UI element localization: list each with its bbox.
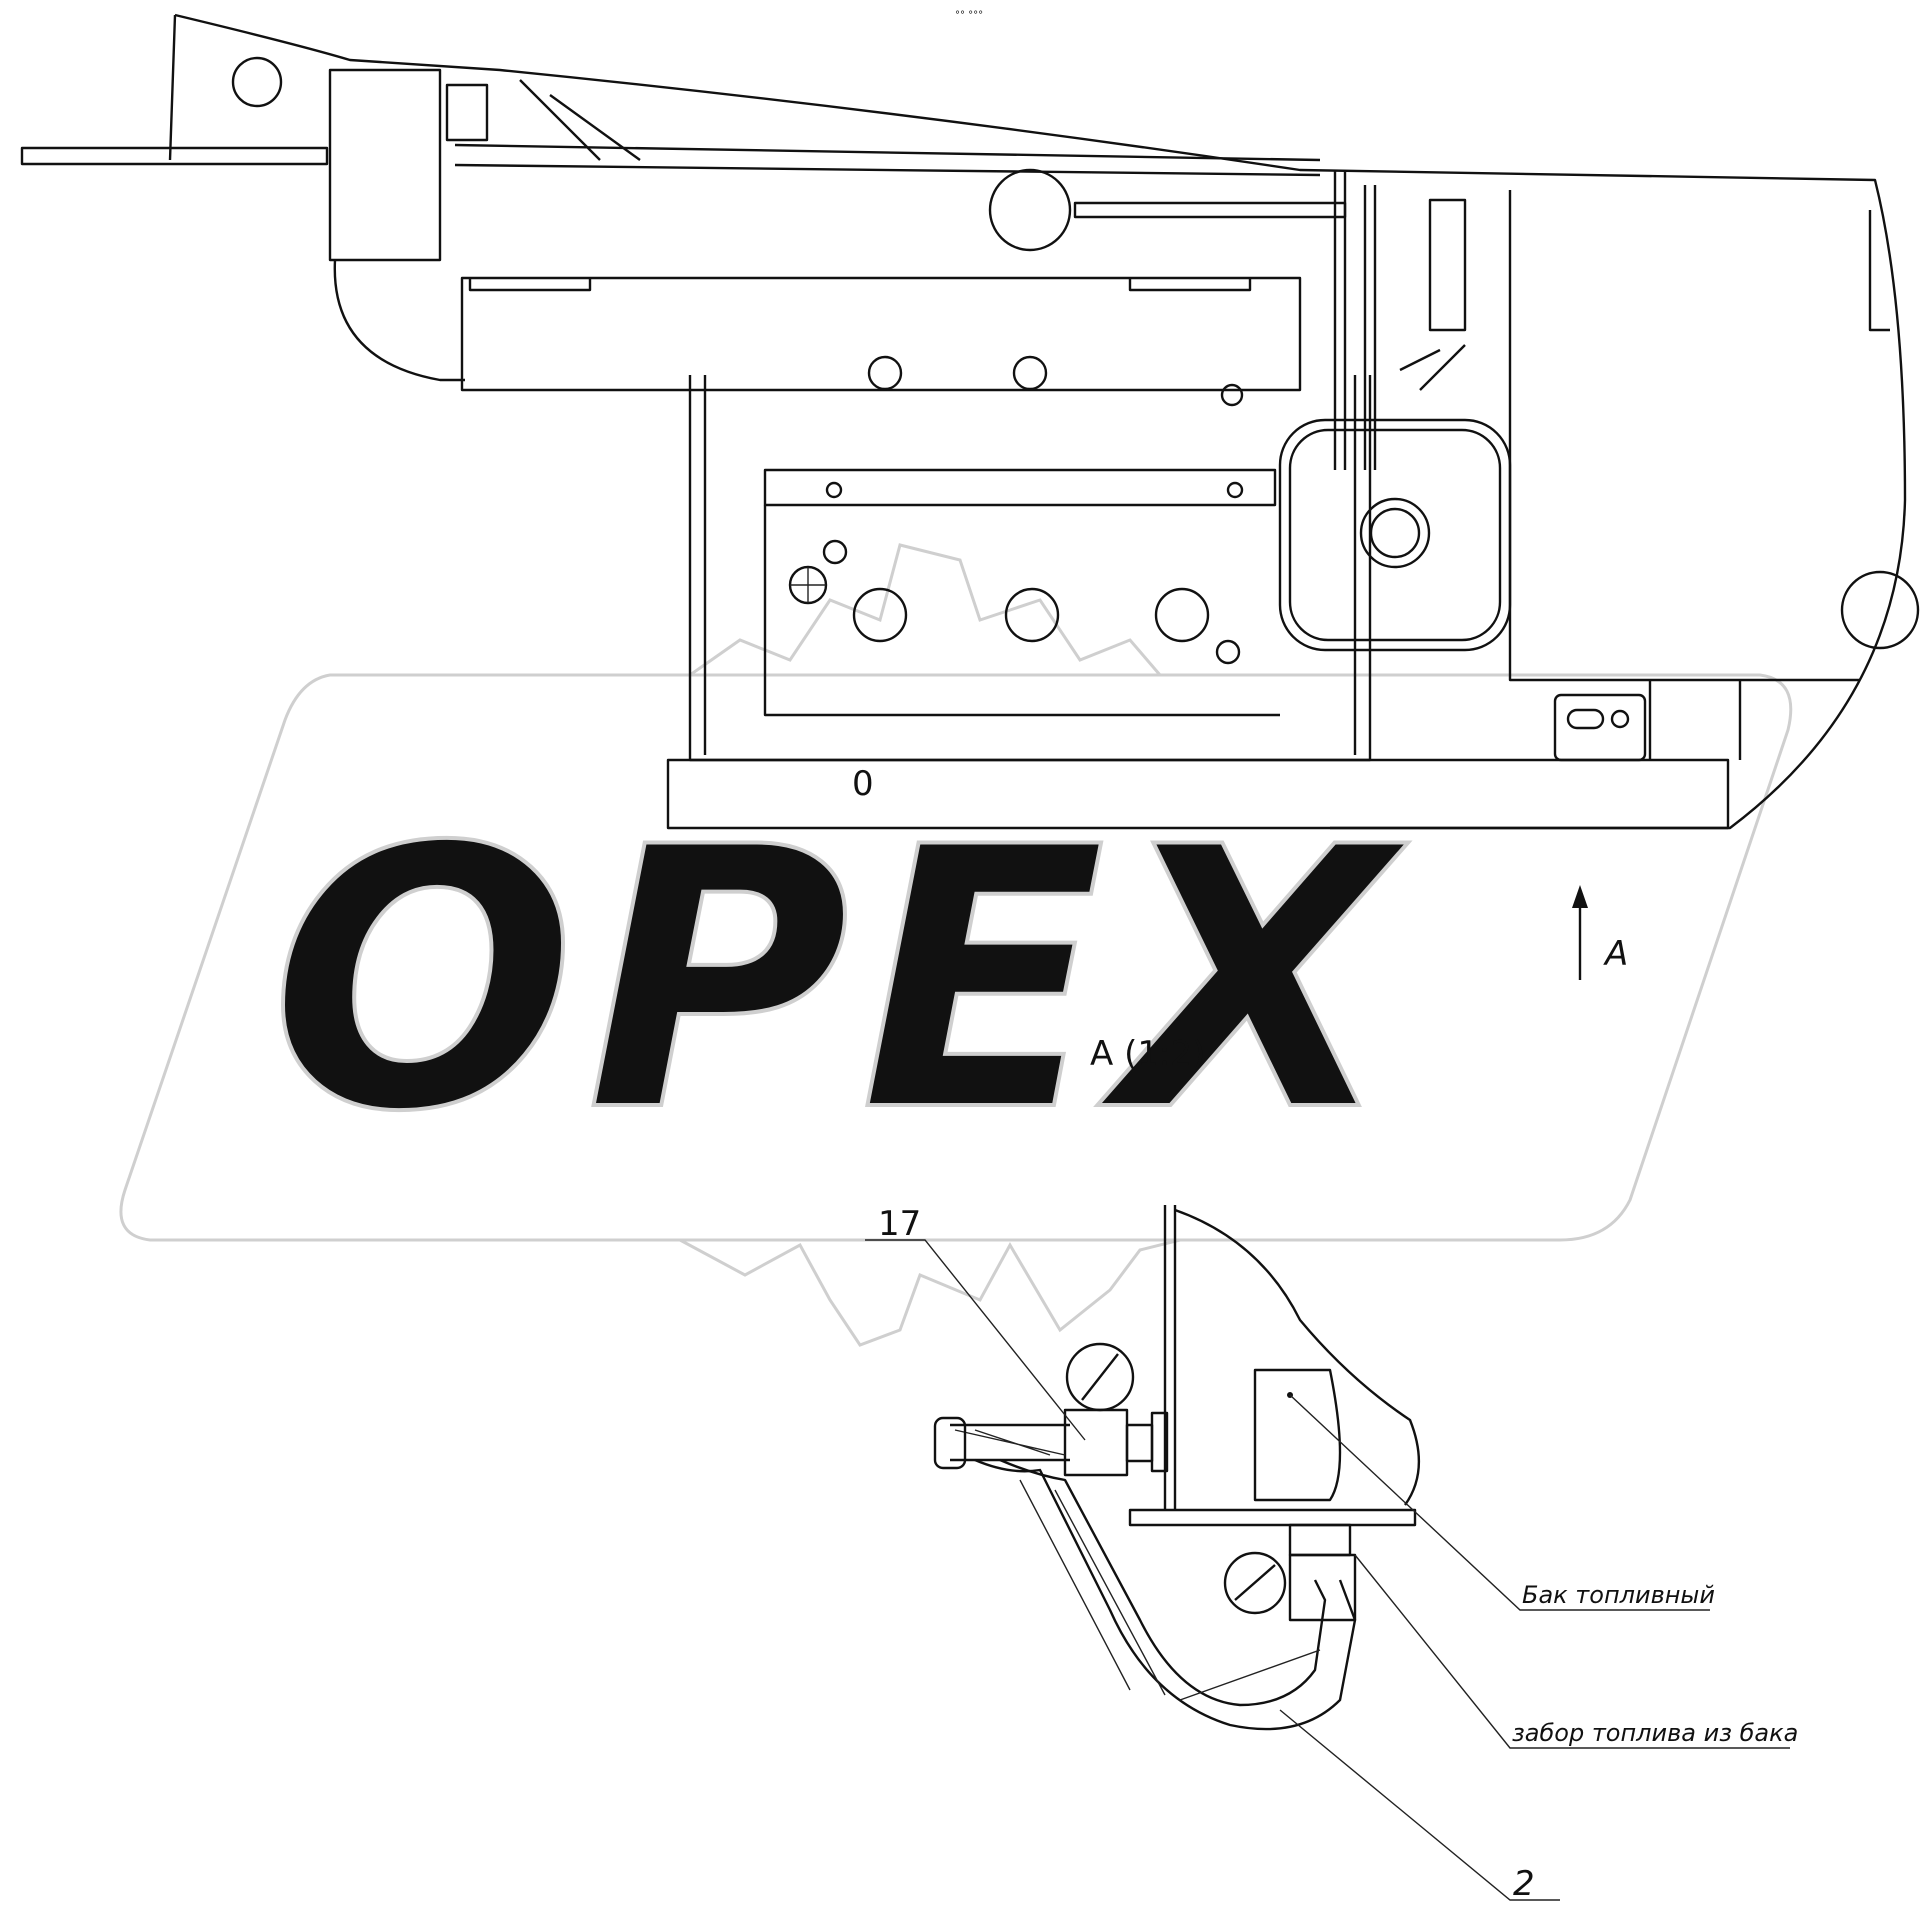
callout-part-2: 2 (1513, 1864, 1535, 1904)
callout-fuel-tank: Бак топливный (1522, 1581, 1715, 1609)
opex-watermark: OPEX (119, 543, 1793, 1347)
view-arrow (1572, 885, 1588, 980)
view-arrow-label: A (1603, 934, 1628, 974)
svg-text:OPEX: OPEX (270, 771, 1408, 1190)
callout-fuel-intake: забор топлива из бака (1512, 1719, 1798, 1747)
top-view-assembly (20, 13, 1920, 830)
dimension-mark: 0 (852, 764, 874, 804)
detail-view-a (865, 1205, 1790, 1901)
callout-part-17: 17 (878, 1204, 921, 1244)
header-mark: °° °°° (955, 10, 983, 21)
section-title: A (1:2) (1090, 1034, 1205, 1074)
